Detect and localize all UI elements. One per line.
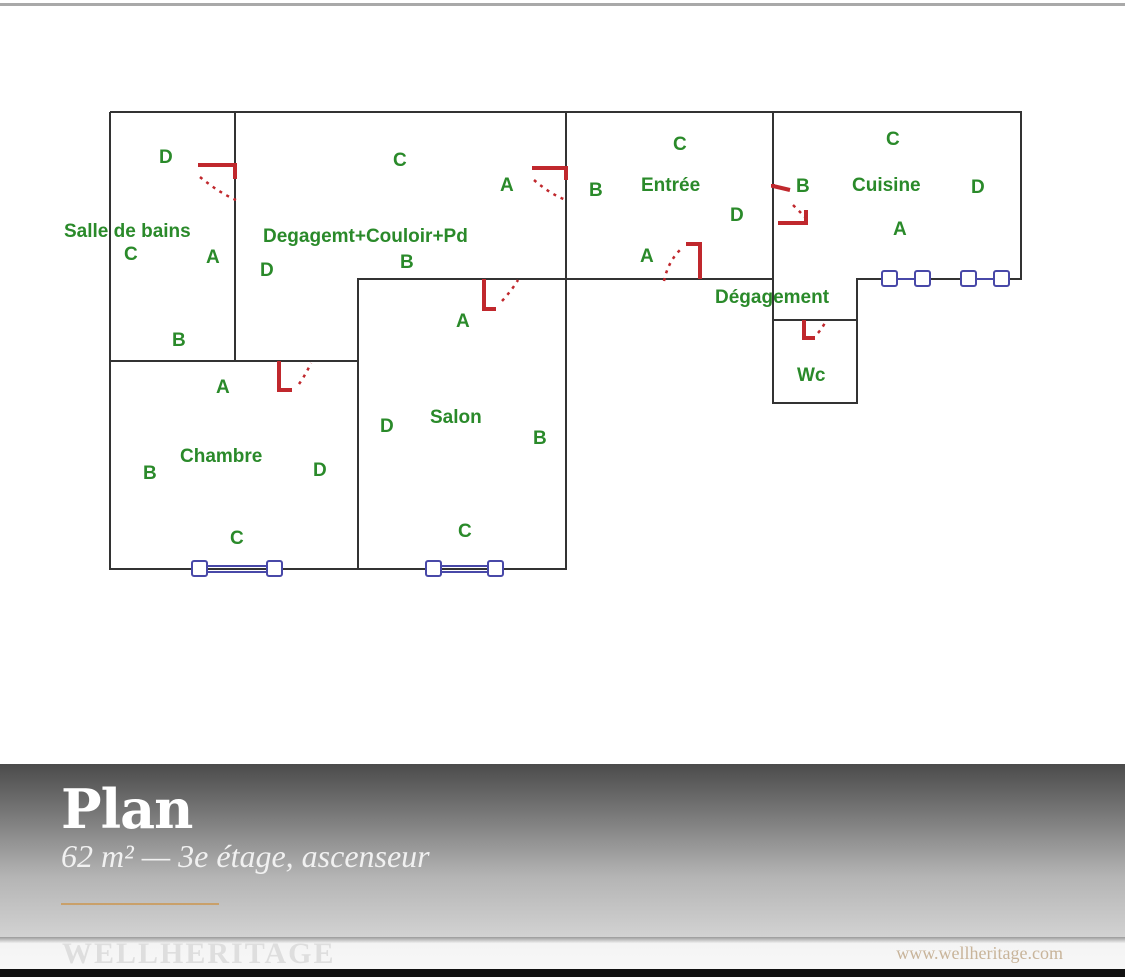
door-entree-cuisine xyxy=(771,184,808,225)
orientation-label: C xyxy=(230,528,244,549)
room-label-degagement-couloir: Degagemt+Couloir+Pd xyxy=(263,226,468,247)
caption-banner: Plan 62 m² — 3e étage, ascenseur xyxy=(0,764,1125,937)
plan-labels: Salle de bains D C A B Degagemt+Couloir+… xyxy=(64,129,985,549)
windows xyxy=(191,270,1010,577)
window-chambre xyxy=(191,560,283,577)
room-label-salon: Salon xyxy=(430,407,482,428)
room-label-entree: Entrée xyxy=(641,175,700,196)
orientation-label: B xyxy=(533,428,547,449)
door-corridor-entree xyxy=(532,166,568,202)
orientation-label: C xyxy=(886,129,900,150)
room-label-wc: Wc xyxy=(797,365,826,386)
orientation-label: D xyxy=(971,177,985,198)
orientation-label: A xyxy=(206,247,220,268)
window-cuisine-1 xyxy=(881,270,931,287)
orientation-label: B xyxy=(400,252,414,273)
orientation-label: C xyxy=(124,244,138,265)
orientation-label: A xyxy=(216,377,230,398)
footer-url-link[interactable]: www.wellheritage.com xyxy=(896,943,1063,963)
walls xyxy=(109,111,1022,570)
door-chambre xyxy=(277,361,313,392)
orientation-label: A xyxy=(456,311,470,332)
caption-subtitle: 62 m² — 3e étage, ascenseur xyxy=(61,838,430,874)
orientation-label: B xyxy=(589,180,603,201)
room-label-salle-de-bains: Salle de bains xyxy=(64,221,191,242)
orientation-label: C xyxy=(458,521,472,542)
orientation-label: B xyxy=(796,176,810,197)
top-rule xyxy=(0,3,1125,6)
orientation-label: A xyxy=(893,219,907,240)
orientation-label: A xyxy=(640,246,654,267)
bottom-bar xyxy=(0,969,1125,977)
room-label-degagement: Dégagement xyxy=(715,287,830,308)
room-label-cuisine: Cuisine xyxy=(852,175,921,196)
orientation-label: B xyxy=(143,463,157,484)
doors xyxy=(198,163,828,392)
door-bath xyxy=(198,163,237,202)
door-salon xyxy=(482,279,520,311)
door-entrance xyxy=(662,242,702,282)
orientation-label: D xyxy=(313,460,327,481)
footer-brand-logo: WELLHERITAGE xyxy=(62,937,336,969)
footer: WELLHERITAGE www.wellheritage.com xyxy=(0,937,1125,969)
orientation-label: C xyxy=(673,134,687,155)
orientation-label: D xyxy=(730,205,744,226)
orientation-label: B xyxy=(172,330,186,351)
outer-wall xyxy=(109,111,1022,570)
orientation-label: D xyxy=(260,260,274,281)
floor-plan: Salle de bains D C A B Degagemt+Couloir+… xyxy=(64,111,1022,577)
orientation-label: D xyxy=(159,147,173,168)
window-cuisine-2 xyxy=(960,270,1010,287)
orientation-label: A xyxy=(500,175,514,196)
door-wc xyxy=(802,319,828,340)
caption-accent-line xyxy=(61,903,219,905)
window-salon xyxy=(425,560,504,577)
orientation-label: D xyxy=(380,416,394,437)
caption-title: Plan xyxy=(61,777,193,841)
wall-corridor-salon xyxy=(357,278,566,569)
orientation-label: C xyxy=(393,150,407,171)
room-label-chambre: Chambre xyxy=(180,446,262,467)
